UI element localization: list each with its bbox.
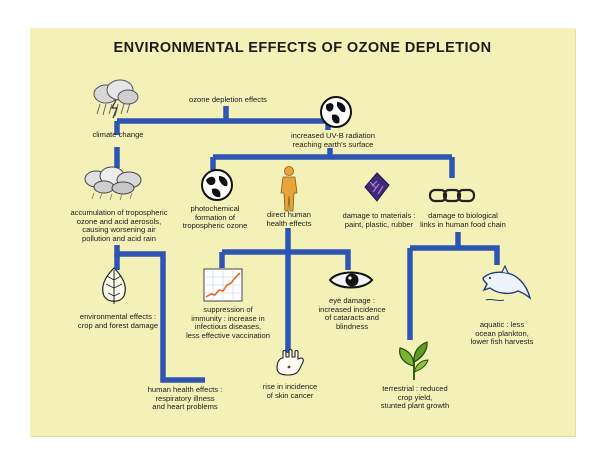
damaged-material-icon	[364, 172, 390, 207]
label-direct-health: direct human health effects	[266, 210, 312, 228]
plant-icon	[394, 340, 434, 387]
connector-food-bar	[410, 245, 500, 265]
label-human-health-effects: human health effects : respiratory illne…	[147, 385, 223, 412]
earth-globe-icon	[319, 95, 353, 134]
connector-pollution	[114, 245, 205, 383]
label-accumulation: accumulation of tropospheric ozone and a…	[70, 208, 168, 243]
label-increased-uvb: increased UV-B radiation reaching earth'…	[291, 131, 375, 149]
label-damage-materials: damage to materials : paint, plastic, ru…	[342, 211, 416, 229]
label-terrestrial: terrestrial : reduced crop yield, stunte…	[380, 384, 450, 411]
label-climate-change: climate change	[92, 130, 144, 139]
diagram-title: ENVIRONMENTAL EFFECTS OF OZONE DEPLETION	[113, 40, 492, 56]
label-aquatic: aquatic : less ocean plankton, lower fis…	[470, 320, 534, 347]
eye-icon	[328, 268, 374, 297]
label-ozone-depletion-effects: ozone depletion effects	[189, 95, 267, 104]
hand-icon	[273, 348, 307, 381]
human-figure-icon	[276, 165, 302, 218]
earth-globe-icon	[200, 168, 234, 207]
leaf-icon	[96, 266, 132, 311]
dolphin-icon	[480, 264, 532, 309]
label-eye-damage: eye damage : increased incidence of cata…	[318, 296, 386, 331]
chain-link-icon	[428, 186, 478, 211]
smog-clouds-icon	[82, 165, 148, 206]
storm-cloud-icon	[90, 78, 142, 125]
connector-health-bar	[222, 249, 351, 270]
label-skin-cancer: rise in incidence of skin cancer	[262, 382, 318, 400]
rising-graph-icon	[203, 268, 243, 307]
label-photochemical: photochemical formation of tropospheric …	[182, 204, 248, 231]
label-suppression-immunity: suppression of immunity : increase in in…	[186, 305, 270, 340]
label-environmental-effects: environmental effects : crop and forest …	[77, 312, 159, 330]
label-damage-biological: damage to biological links in human food…	[420, 211, 506, 229]
